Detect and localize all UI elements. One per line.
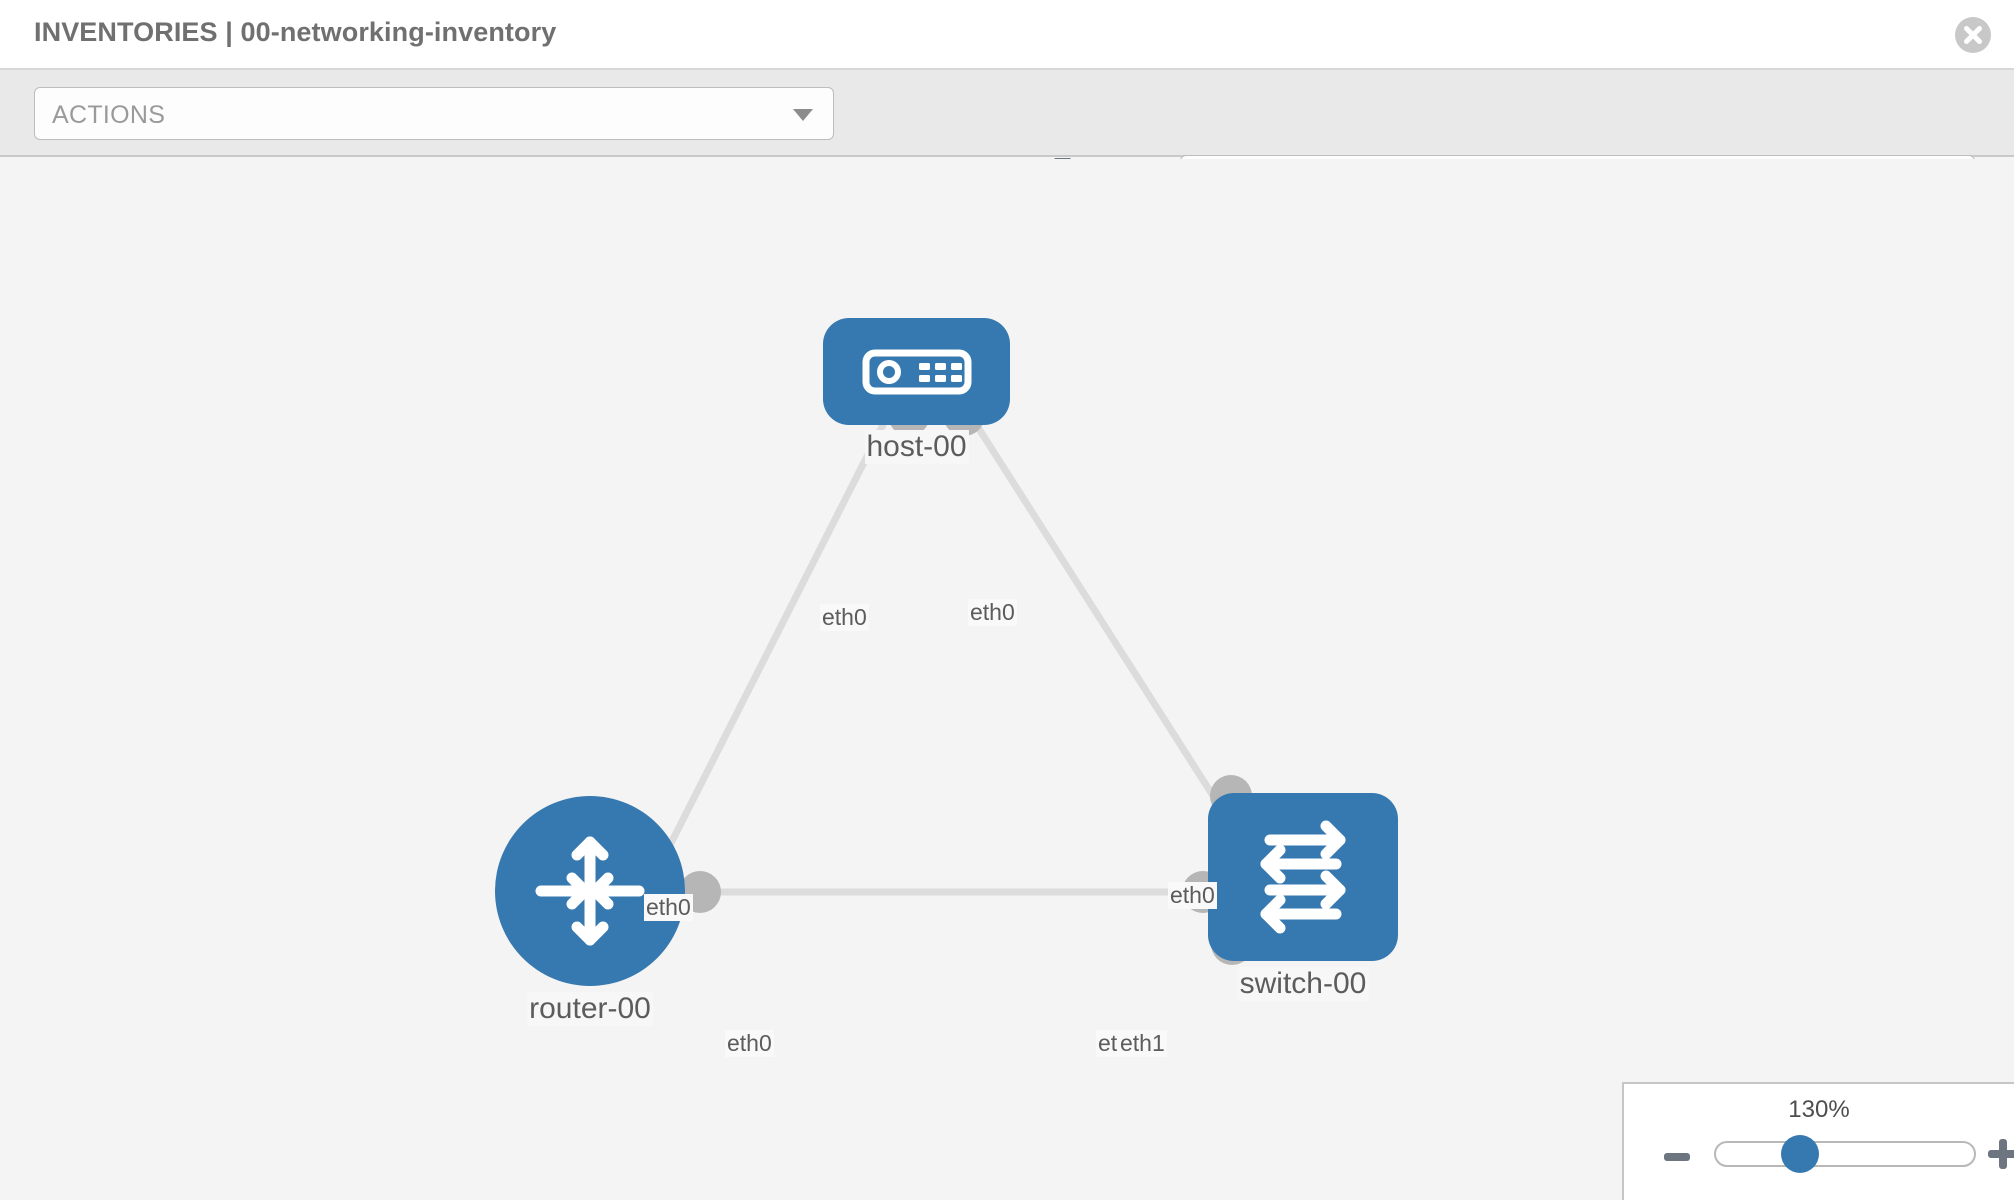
minus-icon[interactable] (1664, 1153, 1690, 1161)
topology-canvas[interactable]: host-00 router-00 (0, 159, 2014, 1200)
zoom-slider-handle[interactable] (1781, 1135, 1819, 1173)
edge-host-router (660, 403, 896, 861)
actions-dropdown[interactable]: ACTIONS (34, 87, 834, 140)
edge-label-host-right: eth0 (968, 599, 1017, 626)
router-arrows-icon (535, 836, 645, 946)
node-host-00[interactable]: host-00 (823, 318, 1010, 464)
edge-host-switch (961, 403, 1251, 853)
zoom-level-label: 130% (1788, 1096, 1850, 1123)
node-router-00[interactable]: router-00 (495, 796, 685, 1026)
edge-label-router-up: eth0 (644, 894, 693, 921)
switch-arrows-icon (1260, 820, 1346, 934)
edge-label-router-right: eth0 (725, 1030, 774, 1057)
toolbar: ACTIONS SEARCH (0, 70, 2014, 213)
plus-icon[interactable] (1988, 1139, 2014, 1169)
node-router-00-shape[interactable] (495, 796, 685, 986)
close-icon[interactable] (1954, 16, 1992, 54)
zoom-control-panel: 130% (1622, 1082, 2014, 1200)
server-icon (862, 349, 971, 394)
edge-label-switch-up: eth0 (1168, 882, 1217, 909)
edge-label-switch-left: eth1 (1118, 1030, 1167, 1057)
node-switch-00-shape[interactable] (1208, 793, 1398, 961)
chevron-down-icon (793, 109, 813, 121)
node-switch-00[interactable]: switch-00 (1208, 793, 1398, 1001)
node-switch-00-label: switch-00 (1237, 967, 1369, 1001)
edge-label-host-left: eth0 (820, 604, 869, 631)
node-host-00-label: host-00 (864, 430, 969, 464)
node-host-00-shape[interactable] (823, 318, 1010, 425)
page-title: INVENTORIES | 00-networking-inventory (34, 17, 557, 47)
node-router-00-label: router-00 (527, 992, 653, 1026)
zoom-slider-track[interactable] (1714, 1141, 1976, 1167)
actions-dropdown-label: ACTIONS (52, 101, 166, 129)
topology-edges (660, 403, 1251, 896)
page-header: INVENTORIES | 00-networking-inventory (0, 0, 2014, 70)
